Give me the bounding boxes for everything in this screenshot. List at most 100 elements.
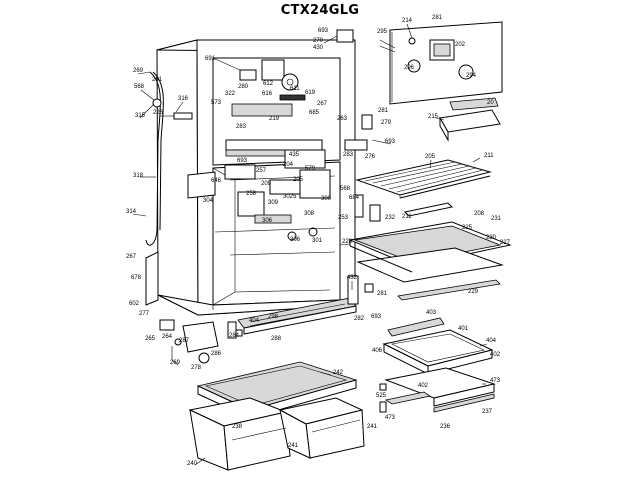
part-number-label: 205 [293, 177, 304, 183]
part-number-label: 282 [354, 316, 365, 322]
part-number-label: 211 [402, 214, 412, 220]
part-number-label: 277 [139, 311, 150, 317]
bottom-pans [188, 361, 365, 471]
part-number-label: 267 [126, 254, 137, 260]
part-number-label: 241 [288, 443, 299, 449]
part-number-label: 253 [338, 215, 349, 221]
part-number-label: 214 [402, 18, 413, 24]
part-number-label: 406 [372, 348, 383, 354]
part-number-label: 693 [385, 139, 396, 145]
part-number-label: 226 [153, 110, 164, 116]
part-number-label: 568 [134, 84, 145, 90]
part-number-label: 685 [309, 110, 320, 116]
part-number-label: 678 [131, 275, 142, 281]
part-number-label: 403 [426, 310, 437, 316]
part-number-label: 261 [152, 77, 163, 83]
part-number-label: 204 [283, 162, 294, 168]
part-number-label: 401 [458, 326, 469, 332]
part-number-label: 281 [432, 15, 443, 21]
part-number-label: 20 [487, 100, 494, 106]
part-number-label: 232 [385, 215, 396, 221]
part-number-label: 281 [377, 291, 388, 297]
part-number-label: 616 [262, 91, 273, 97]
left-side-parts [145, 71, 243, 366]
part-number-label: 306 [290, 237, 301, 243]
part-number-label: 301 [312, 238, 323, 244]
part-number-label: 318 [133, 173, 144, 179]
part-number-label: 227 [500, 240, 511, 246]
part-number-label: 211 [484, 153, 494, 159]
part-number-label: 296 [404, 65, 415, 71]
part-number-label: 267 [317, 101, 328, 107]
cabinet [156, 39, 356, 316]
part-number-label: 229 [468, 289, 479, 295]
part-number-label: 646 [211, 178, 222, 184]
part-number-label: 473 [385, 415, 396, 421]
part-number-label: 404 [486, 338, 497, 344]
part-number-label: 205 [425, 154, 436, 160]
part-number-label: 278 [191, 365, 202, 371]
part-number-label: 209 [261, 181, 272, 187]
shelves [348, 159, 512, 301]
part-number-label: 693 [237, 158, 248, 164]
part-number-label: 579 [305, 166, 316, 172]
part-number-label: 279 [381, 120, 392, 126]
part-number-label: 257 [256, 168, 267, 174]
part-number-label: 568 [340, 186, 351, 192]
drawer-assembly-right [379, 317, 496, 413]
part-number-label: 693 [371, 314, 382, 320]
part-number-label: 308 [304, 211, 315, 217]
diagram-title: CTX24GLG [280, 3, 360, 18]
part-number-label: 3025 [283, 194, 297, 200]
part-number-label: 263 [337, 116, 348, 122]
leader-lines [132, 23, 488, 466]
part-number-label: 612 [263, 81, 274, 87]
control-panel [336, 21, 503, 105]
part-number-label: 316 [178, 96, 189, 102]
part-number-label: 270 [313, 38, 324, 44]
part-number-label: 202 [455, 42, 466, 48]
grille [237, 275, 374, 335]
part-number-label: 306 [262, 218, 273, 224]
part-number-label: 237 [482, 409, 493, 415]
part-number-label: 315 [135, 113, 146, 119]
part-number-label: 276 [365, 154, 376, 160]
part-number-label: 264 [162, 334, 173, 340]
upper-right-pans [344, 97, 501, 151]
part-number-label: 295 [377, 29, 388, 35]
part-number-label: 242 [333, 370, 344, 376]
part-number-label: 284 [229, 333, 240, 339]
part-number-label: 208 [474, 211, 485, 217]
part-number-label: 241 [367, 424, 378, 430]
part-number-label: 283 [343, 152, 354, 158]
part-number-label: 404 [249, 318, 260, 324]
part-number-label: 525 [376, 393, 387, 399]
part-number-label: 402 [490, 352, 501, 358]
part-number-label: 691 [205, 56, 216, 62]
part-number-label: 602 [129, 301, 140, 307]
part-number-label: 269 [170, 360, 181, 366]
part-number-label: 430 [313, 45, 324, 51]
part-number-label: 294 [466, 73, 477, 79]
part-number-label: 309 [268, 200, 279, 206]
part-number-label: 314 [126, 209, 137, 215]
part-number-label: 283 [236, 124, 247, 130]
part-number-label: 280 [238, 84, 249, 90]
part-number-label: 322 [225, 91, 236, 97]
part-number-label: 693 [318, 28, 329, 34]
part-number-label: 435 [289, 152, 300, 158]
part-number-label: 684 [349, 195, 360, 201]
part-number-label: 298 [268, 314, 279, 320]
part-number-label: 619 [305, 90, 316, 96]
part-number-label: 402 [418, 383, 429, 389]
part-number-label: 225 [462, 225, 473, 231]
part-number-label: 286 [211, 351, 222, 357]
part-number-label: 258 [246, 191, 257, 197]
part-number-label: 219 [269, 116, 280, 122]
part-number-label: 269 [133, 68, 144, 74]
part-number-label: 215 [428, 114, 439, 120]
part-number-label: 230 [486, 235, 497, 241]
